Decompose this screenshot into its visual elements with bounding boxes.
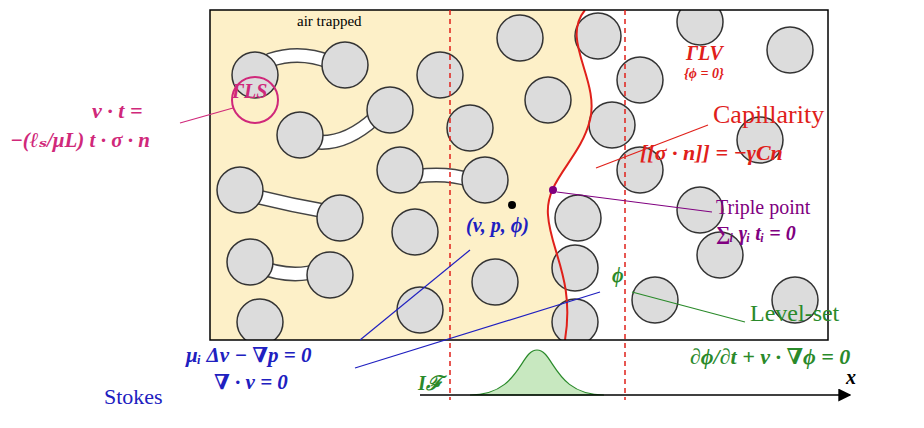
liquid-region — [210, 10, 592, 340]
concept-label: Level-set — [750, 300, 839, 328]
slip-condition: −(ℓₛ/μL) t · σ · n — [10, 128, 150, 152]
triple-point-condition: ∑ᵢ γᵢ tᵢ = 0 — [716, 222, 796, 245]
leader-line — [557, 192, 712, 212]
liquid-vapour-interface — [548, 10, 592, 340]
sample-point — [508, 201, 516, 209]
axis-label: Iℱ — [418, 372, 442, 395]
axis-label: x — [846, 366, 856, 389]
gaussian-profile — [470, 350, 604, 395]
level-set-variable: ϕ — [612, 264, 624, 287]
leader-line — [360, 250, 470, 340]
liquid-solid-boundary — [232, 77, 278, 123]
leader-line — [355, 292, 600, 368]
concept-label: Capillarity — [713, 100, 824, 130]
concept-label: Triple point — [716, 196, 810, 219]
boundary-label: ΓLS — [232, 80, 267, 103]
solid-grains — [217, 10, 818, 340]
region-label: air trapped — [297, 13, 362, 30]
interface-band-edge — [624, 10, 626, 400]
slip-condition: v · t = — [92, 98, 142, 123]
leader-line — [180, 108, 233, 123]
stokes-equation: ∇ · v = 0 — [214, 370, 288, 394]
level-set-equation: ∂ϕ/∂t + v · ∇ϕ = 0 — [690, 344, 850, 369]
boundary-label: ΓLV — [686, 42, 723, 65]
capillarity-condition: [[σ · n]] = −γCn — [640, 140, 783, 165]
unknowns-label: (v, p, ϕ) — [466, 214, 529, 237]
boundary-note: {ϕ = 0} — [684, 66, 724, 82]
concept-label: Stokes — [104, 384, 163, 409]
stokes-equation: μᵢ Δv − ∇p = 0 — [186, 343, 311, 367]
x-axis — [420, 394, 850, 395]
interface-band-edge — [449, 10, 451, 400]
leader-line — [632, 292, 745, 322]
domain-border — [210, 10, 828, 340]
triple-point-dot — [549, 186, 557, 194]
